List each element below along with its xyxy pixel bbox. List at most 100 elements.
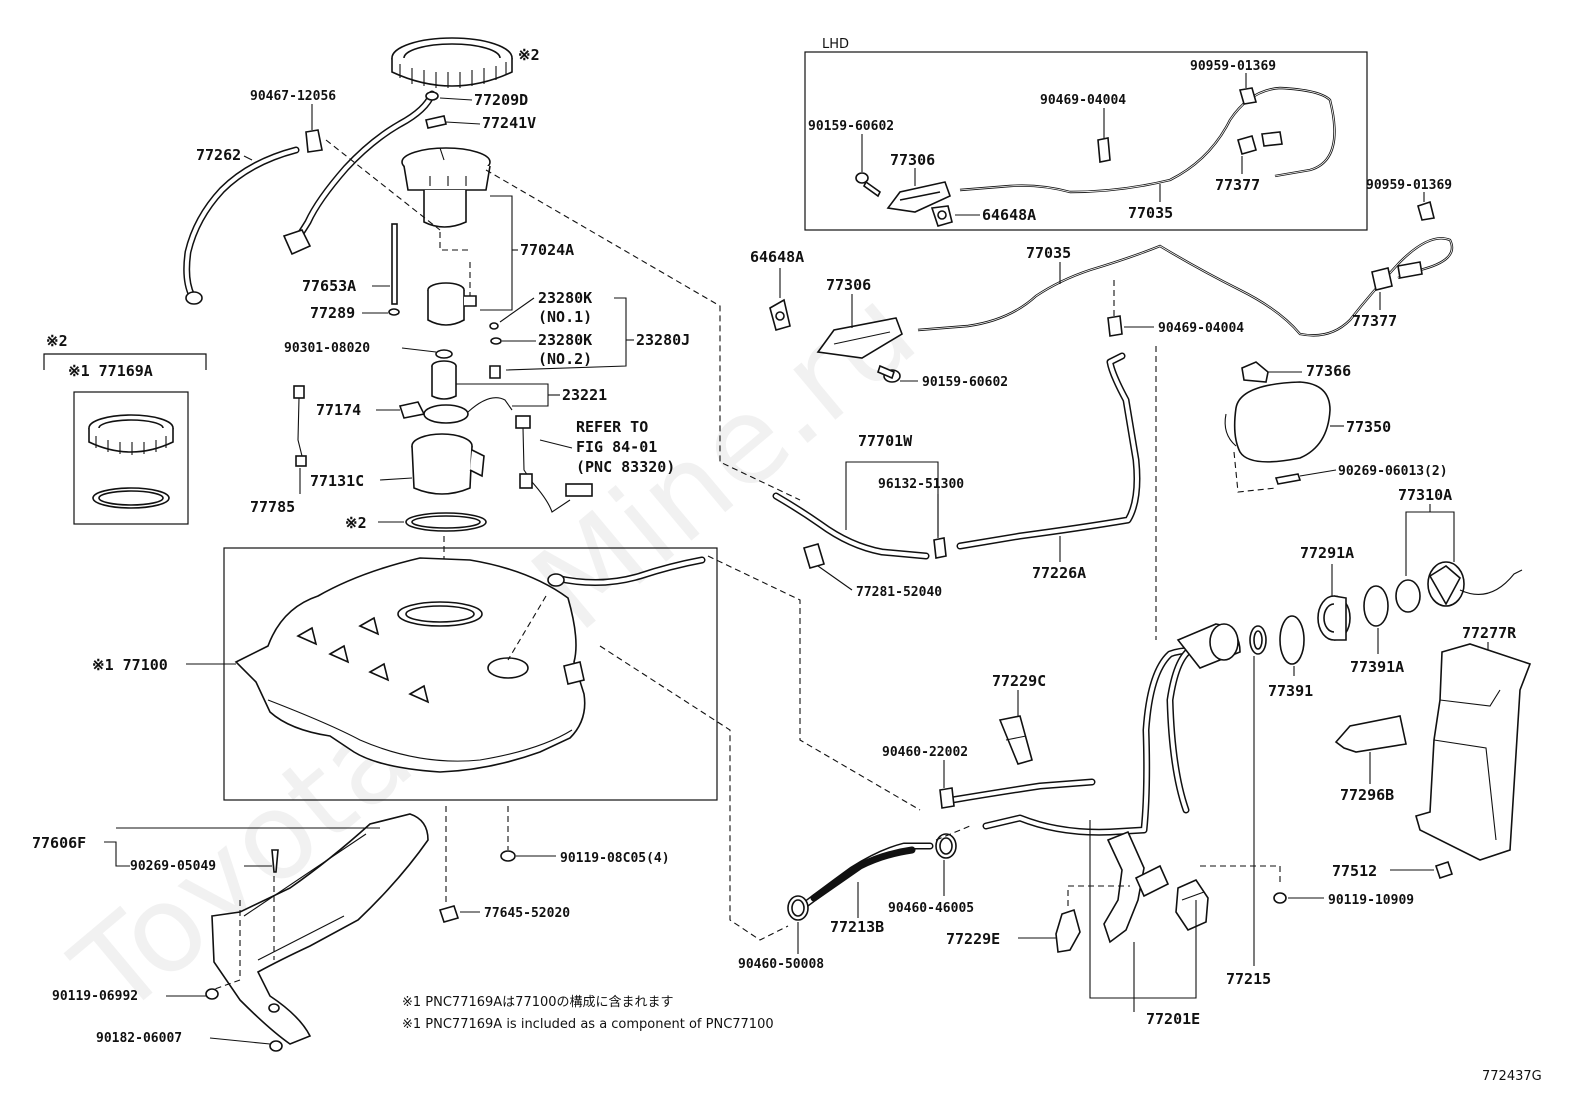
- bolt-90119-08c05: [500, 850, 516, 862]
- label-90460-22002: 90460-22002: [882, 745, 968, 760]
- label-mark2-gasket: ※2: [345, 514, 367, 532]
- refer-line2: FIG 84-01: [576, 438, 657, 456]
- label-77229c: 77229C: [992, 672, 1046, 690]
- fuel-pump-module: [401, 147, 491, 228]
- note-en: ※1 PNC77169A is included as a component …: [402, 1017, 774, 1032]
- figure-code: 772437G: [1482, 1069, 1542, 1084]
- bracket-64648a: [769, 298, 791, 331]
- label-90469-04004-lhd: 90469-04004: [1040, 93, 1126, 108]
- heat-shield-77606f: [211, 813, 429, 1045]
- label-90469-04004: 90469-04004: [1158, 321, 1244, 336]
- label-77226a: 77226A: [1032, 564, 1086, 582]
- label-77100: ※1 77100: [92, 656, 168, 674]
- label-90959-01369-lhd: 90959-01369: [1190, 59, 1276, 74]
- guide-dash-4: [485, 169, 801, 501]
- tank-dash-a: [507, 595, 547, 661]
- label-77645-52020: 77645-52020: [484, 906, 570, 921]
- label-77306: 77306: [826, 276, 871, 294]
- fuel-pump-23221: [431, 360, 457, 400]
- fuel-filter: [427, 282, 477, 326]
- label-mark2-top: ※2: [518, 46, 540, 64]
- hose-77229: [948, 778, 1096, 804]
- label-90269-05049: 90269-05049: [130, 859, 216, 874]
- filler-pipe-77201e: [982, 623, 1241, 836]
- lhd-clamp: [1097, 137, 1111, 163]
- label-77209d: 77209D: [474, 91, 528, 109]
- tank-frame: [223, 547, 718, 801]
- lhd-clip-90959: [1238, 87, 1258, 105]
- gasket-77169a: [92, 487, 170, 509]
- label-77512: 77512: [1332, 862, 1377, 880]
- label-77201e: 77201E: [1146, 1010, 1200, 1028]
- box-77169a-mark: ※2: [46, 332, 68, 350]
- label-90269-06013: 90269-06013(2): [1338, 464, 1448, 479]
- bolt-90159-60602: [877, 364, 901, 383]
- opener-cable-77035: [917, 237, 1454, 337]
- lhd-label: LHD: [822, 37, 849, 52]
- label-77785: 77785: [250, 498, 295, 516]
- bracket-filler-2: [1175, 878, 1209, 932]
- label-77174: 77174: [316, 401, 361, 419]
- o-ring-23280k-no2: [490, 337, 502, 345]
- label-90460-50008: 90460-50008: [738, 957, 824, 972]
- screw-90269-06013: [1274, 473, 1302, 485]
- label-77366: 77366: [1306, 362, 1351, 380]
- clamp-90469-04004: [1107, 315, 1123, 337]
- packing-77391: [1279, 615, 1305, 665]
- label-77377-lhd: 77377: [1215, 176, 1260, 194]
- label-23280j: 23280J: [636, 331, 690, 349]
- fuel-door-77350: [1224, 381, 1331, 463]
- guide-dash-3: [325, 139, 441, 231]
- label-77306-lhd: 77306: [890, 151, 935, 169]
- label-90119-06992: 90119-06992: [52, 989, 138, 1004]
- clip-77241v: [425, 115, 447, 129]
- lhd-opener-cable: [959, 86, 1336, 194]
- bracket-filler-1: [1103, 830, 1170, 944]
- fuel-sender-gauge: [515, 415, 593, 513]
- label-no2: (NO.2): [538, 350, 592, 368]
- box-77169a-frame: [73, 391, 189, 525]
- part-77174: [398, 397, 513, 424]
- label-77606f: 77606F: [32, 834, 86, 852]
- label-90159-60602: 90159-60602: [922, 375, 1008, 390]
- label-90182-06007: 90182-06007: [96, 1031, 182, 1046]
- label-77229e: 77229E: [946, 930, 1000, 948]
- clamp-90467-12056: [305, 129, 323, 153]
- fitting-23221-top: [489, 365, 501, 379]
- label-77701w: 77701W: [858, 432, 913, 450]
- fuel-cup-77131c: [411, 433, 485, 495]
- fuel-tank-77100: [234, 557, 586, 773]
- label-77377: 77377: [1352, 312, 1397, 330]
- label-90467-12056: 90467-12056: [250, 89, 336, 104]
- clamp-90460-22002: [939, 787, 955, 809]
- lhd-latch-77377: [1237, 131, 1283, 155]
- lock-ring-top: [391, 37, 513, 88]
- label-77391: 77391: [1268, 682, 1313, 700]
- bolt-90119-10909: [1273, 892, 1287, 904]
- hose-77262: [183, 146, 300, 305]
- label-no1: (NO.1): [538, 308, 592, 326]
- label-77310a: 77310A: [1398, 486, 1452, 504]
- clip-90959-01369: [1417, 200, 1435, 221]
- retainer-77291a: [1317, 595, 1351, 641]
- label-23221: 23221: [562, 386, 607, 404]
- fuel-cap-77310a: [1395, 561, 1523, 613]
- breather-hose-77701w: [772, 492, 930, 560]
- refer-line1: REFER TO: [576, 418, 648, 436]
- label-90460-46005: 90460-46005: [888, 901, 974, 916]
- label-77131c: 77131C: [310, 472, 364, 490]
- note-jp: ※1 PNC77169Aは77100の構成に含まれます: [402, 994, 674, 1010]
- bracket-77229c: [998, 715, 1033, 765]
- label-77241v: 77241V: [482, 114, 536, 132]
- lock-ring-77169a: [88, 414, 174, 455]
- label-77289: 77289: [310, 304, 355, 322]
- bracket-77296b: [1334, 715, 1407, 753]
- label-23280k-1: 23280K: [538, 289, 592, 307]
- label-90301-08020: 90301-08020: [284, 341, 370, 356]
- label-77024a: 77024A: [520, 241, 574, 259]
- label-77281-52040: 77281-52040: [856, 585, 942, 600]
- label-90159-60602-lhd: 90159-60602: [808, 119, 894, 134]
- hinge-77366: [1241, 361, 1269, 383]
- rod-77653a: [391, 223, 398, 305]
